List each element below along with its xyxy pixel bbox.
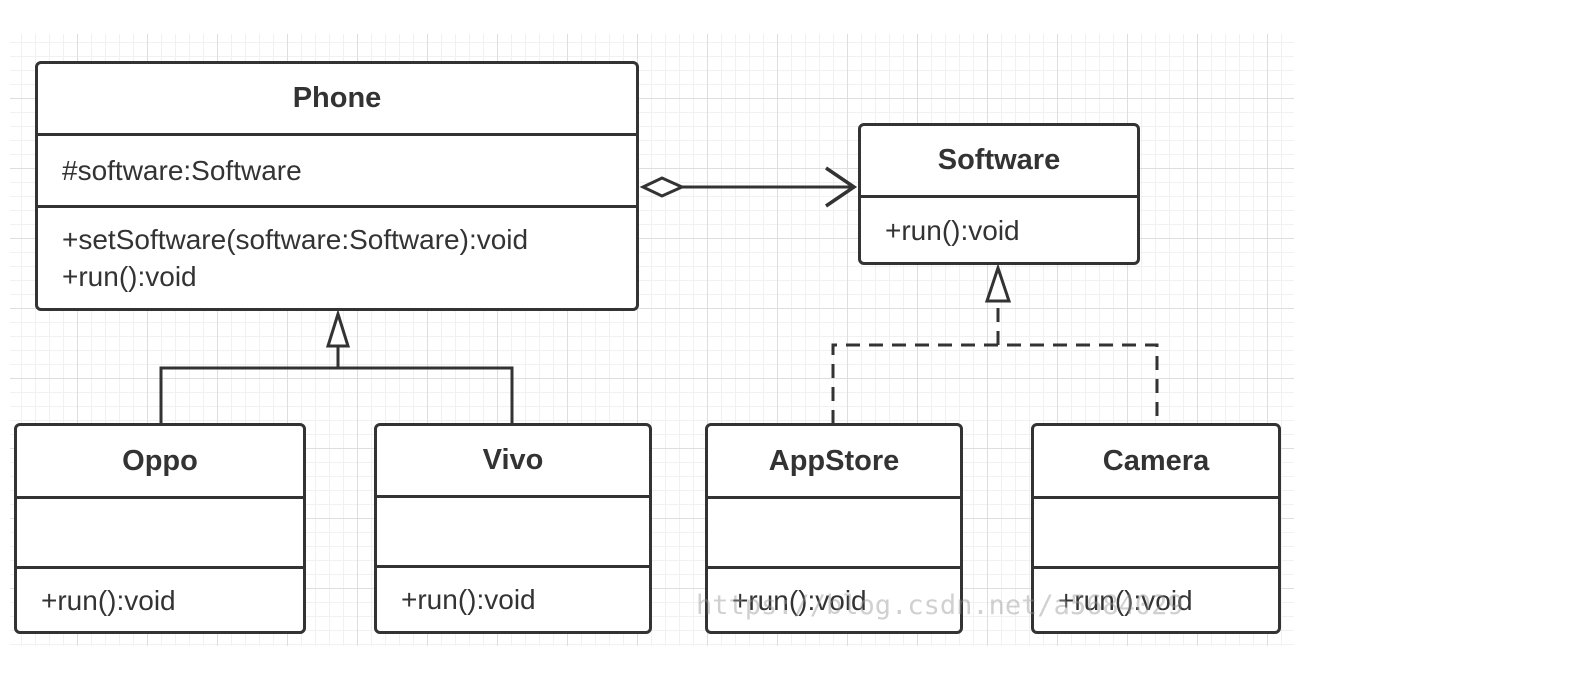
operation-setsoftware: +setSoftware(software:Software):void xyxy=(62,224,529,255)
class-name: Vivo xyxy=(482,444,544,476)
operations-section: +setSoftware(software:Software):void +ru… xyxy=(38,205,636,308)
class-name: AppStore xyxy=(768,444,900,477)
generalization-triangle xyxy=(325,308,351,348)
attributes-section xyxy=(708,496,960,566)
attribute-software: #software:Software xyxy=(62,155,302,186)
operations-section: +run():void xyxy=(708,566,960,631)
class-oppo[interactable]: Oppo +run():void xyxy=(14,423,306,634)
operation-run: +run():void xyxy=(62,261,197,292)
attributes-section xyxy=(377,495,649,565)
realization-triangle xyxy=(984,263,1012,303)
class-software[interactable]: Software +run():void xyxy=(858,123,1140,265)
generalization-to-phone xyxy=(159,308,514,424)
class-phone[interactable]: Phone #software:Software +setSoftware(so… xyxy=(35,61,639,311)
open-arrowhead xyxy=(825,166,858,208)
operation-run: +run():void xyxy=(41,584,176,616)
operations-section: +run():void xyxy=(861,195,1137,262)
attributes-section xyxy=(17,496,303,566)
attributes-section xyxy=(1034,496,1278,566)
operations-section: +run():void xyxy=(17,566,303,631)
operation-run: +run():void xyxy=(401,584,536,615)
operation-run: +run():void xyxy=(1058,584,1193,616)
operations-section: +run():void xyxy=(1034,566,1278,631)
operations-section: +run():void xyxy=(377,565,649,631)
attributes-section: #software:Software xyxy=(38,133,636,205)
realization-to-software xyxy=(831,263,1159,424)
class-name: Software xyxy=(937,144,1061,176)
class-vivo[interactable]: Vivo +run():void xyxy=(374,423,652,634)
class-name: Phone xyxy=(292,82,382,114)
operation-run: +run():void xyxy=(732,584,867,616)
class-camera[interactable]: Camera +run():void xyxy=(1031,423,1281,634)
aggregation-diamond xyxy=(639,176,686,198)
class-name: Camera xyxy=(1102,444,1210,477)
class-name: Oppo xyxy=(122,444,198,477)
watermark: https://blog.csdn.net/a5684029 xyxy=(696,590,1184,621)
aggregation-phone-software xyxy=(639,166,858,208)
class-appstore[interactable]: AppStore +run():void xyxy=(705,423,963,634)
operation-run: +run():void xyxy=(885,214,1020,246)
